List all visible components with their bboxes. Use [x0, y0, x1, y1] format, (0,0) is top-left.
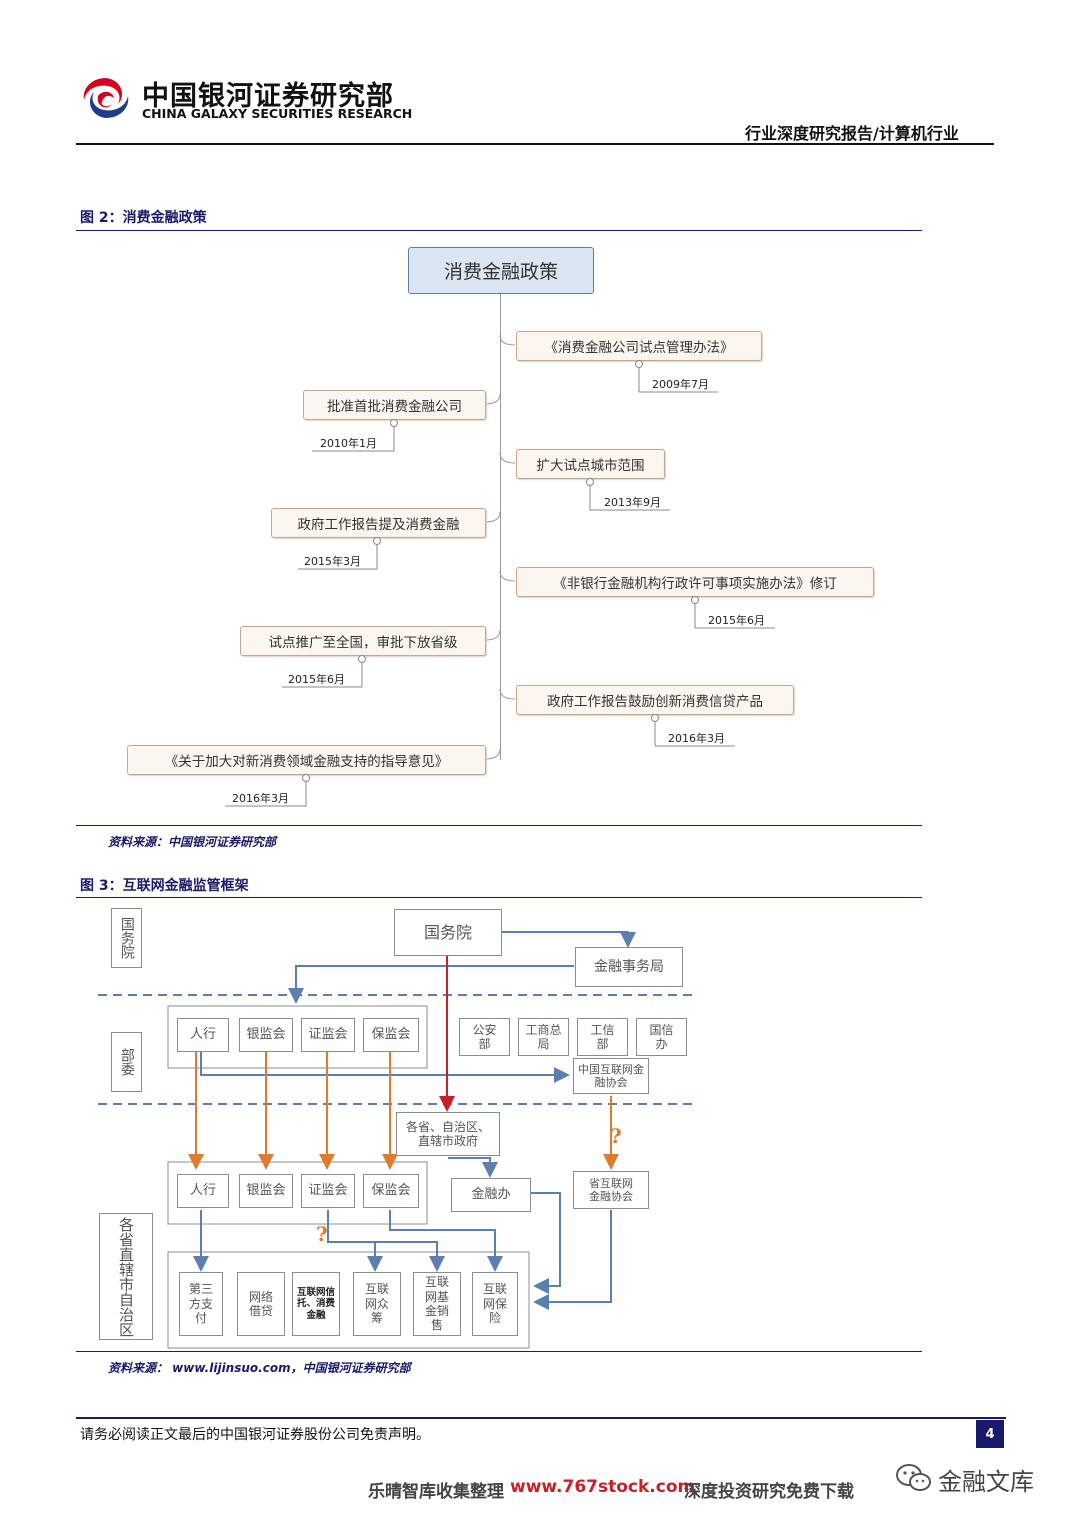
figure3-top-rule: [76, 897, 922, 898]
provincial-finance-office-box: 金融办: [451, 1178, 531, 1212]
business-box: 网络借贷: [237, 1272, 285, 1336]
policy-date: 2009年7月: [652, 378, 709, 391]
local-regulator-box: 证监会: [301, 1174, 355, 1208]
galaxy-logo-icon: [83, 78, 129, 118]
policy-date: 2013年9月: [604, 496, 661, 509]
policy-node: 《非银行金融机构行政许可事项实施办法》修订: [516, 567, 874, 597]
business-box: 互联网保险: [472, 1272, 518, 1336]
figure2-top-rule: [76, 230, 922, 231]
question-mark: ?: [316, 1222, 328, 1246]
node-anchor: [358, 655, 366, 663]
policy-node: 试点推广至全国，审批下放省级: [240, 626, 486, 656]
figure3-source: 资料来源： www.lijinsuo.com，中国银河证券研究部: [108, 1361, 411, 1375]
ministry-box: 人行: [177, 1018, 229, 1052]
node-anchor: [373, 537, 381, 545]
business-box: 互联网基金销售: [413, 1272, 461, 1336]
page-number: 4: [976, 1420, 1004, 1448]
node-anchor: [635, 360, 643, 368]
level-provinces: 各省直辖市自治区: [99, 1213, 153, 1340]
root-node: 消费金融政策: [408, 247, 594, 294]
framework-lines: [98, 931, 695, 1349]
level-state-council: 国务院: [111, 908, 142, 968]
org-name-en: CHINA GALAXY SECURITIES RESEARCH: [142, 106, 413, 121]
policy-date: 2015年3月: [304, 555, 361, 568]
ministry-box: 证监会: [301, 1018, 355, 1052]
watermark-left: 乐晴智库收集整理: [368, 1482, 504, 1502]
internet-finance-association-box: 中国互联网金融协会: [573, 1058, 649, 1094]
watermark-right: 深度投资研究免费下载: [684, 1482, 854, 1502]
node-anchor: [691, 596, 699, 604]
org-name-cn: 中国银河证券研究部: [142, 81, 394, 112]
wechat-account: 金融文库: [938, 1468, 1034, 1496]
other-ministry-box: 工商总局: [518, 1018, 569, 1056]
figure2-bottom-rule: [76, 825, 922, 826]
business-box: 互联网众筹: [353, 1272, 401, 1336]
figure3-title: 图 3：互联网金融监管框架: [80, 878, 249, 894]
other-ministry-box: 国信办: [636, 1018, 687, 1056]
policy-date: 2016年3月: [668, 732, 725, 745]
report-type: 行业深度研究报告/计算机行业: [745, 124, 959, 143]
node-anchor: [586, 478, 594, 486]
policy-node: 扩大试点城市范围: [516, 449, 665, 479]
node-anchor: [302, 774, 310, 782]
local-regulator-box: 人行: [177, 1174, 229, 1208]
provincial-government-box: 各省、自治区、直辖市政府: [396, 1112, 500, 1156]
local-regulator-box: 银监会: [239, 1174, 293, 1208]
policy-date: 2016年3月: [232, 792, 289, 805]
state-council-box: 国务院: [394, 909, 502, 956]
policy-node: 批准首批消费金融公司: [303, 390, 486, 420]
policy-date: 2015年6月: [288, 673, 345, 686]
disclaimer: 请务必阅读正文最后的中国银河证券股份公司免责声明。: [80, 1427, 430, 1443]
ministry-box: 银监会: [239, 1018, 293, 1052]
node-anchor: [651, 714, 659, 722]
figure3-bottom-rule: [76, 1351, 922, 1352]
other-ministry-box: 工信部: [577, 1018, 628, 1056]
node-anchor: [390, 419, 398, 427]
finance-office-box: 金融事务局: [575, 947, 683, 987]
business-box: 互联网信托、消费金融: [292, 1272, 340, 1336]
other-ministry-box: 公安部: [459, 1018, 510, 1056]
timeline-axis: [500, 292, 501, 760]
header-rule: [76, 143, 994, 145]
question-mark: ?: [610, 1124, 622, 1148]
ministry-box: 保监会: [363, 1018, 419, 1052]
watermark-url: www.767stock.com: [510, 1477, 696, 1497]
policy-node: 政府工作报告鼓励创新消费信贷产品: [516, 685, 794, 715]
footer-rule: [76, 1417, 1006, 1419]
policy-node: 政府工作报告提及消费金融: [271, 508, 486, 538]
figure2-source: 资料来源：中国银河证券研究部: [108, 835, 277, 849]
level-ministries: 部委: [111, 1032, 142, 1092]
timeline-connectors: [225, 334, 775, 807]
provincial-association-box: 省互联网金融协会: [573, 1171, 649, 1209]
wechat-icon: [896, 1464, 931, 1491]
policy-node: 《关于加大对新消费领域金融支持的指导意见》: [127, 745, 486, 775]
figure2-title: 图 2：消费金融政策: [80, 210, 207, 226]
policy-date: 2010年1月: [320, 437, 377, 450]
local-regulator-box: 保监会: [363, 1174, 419, 1208]
policy-date: 2015年6月: [708, 614, 765, 627]
business-box: 第三方支付: [179, 1272, 223, 1336]
